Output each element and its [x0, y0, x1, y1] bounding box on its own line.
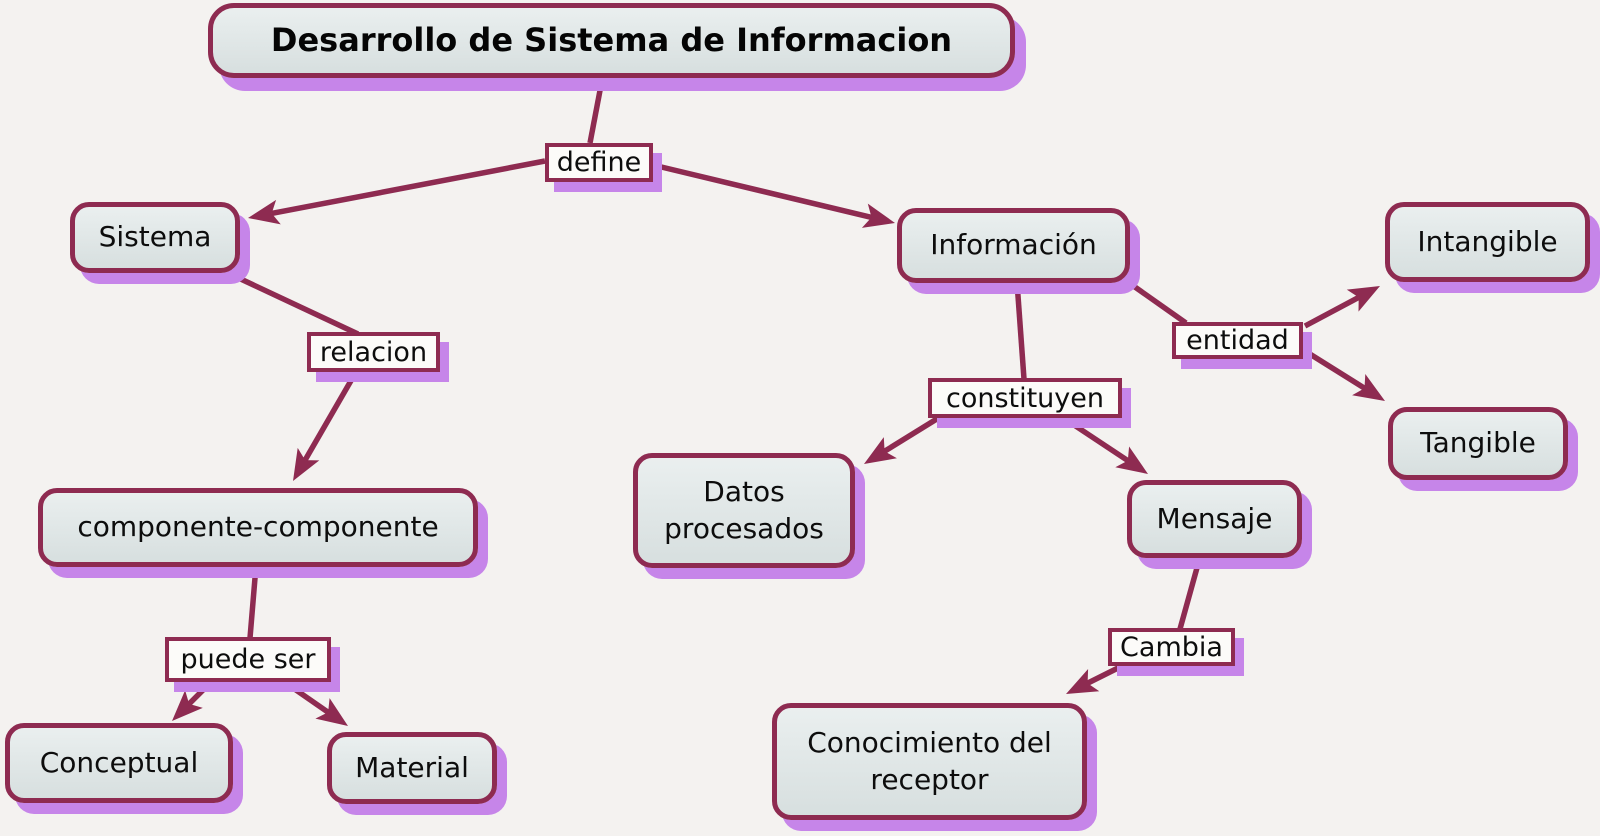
link-label-constituyen-text: constituyen	[945, 382, 1105, 414]
edge-define-informacion	[652, 162, 873, 221]
link-label-puede-ser[interactable]: puede ser	[165, 637, 331, 682]
node-tangible-text: Tangible	[1420, 426, 1536, 460]
link-label-constituyen[interactable]: constituyen	[928, 378, 1122, 418]
edge-constituyen-mensaje	[1060, 414, 1130, 464]
node-mensaje-text: Mensaje	[1156, 501, 1273, 535]
arrowhead-puedeser-conceptual	[172, 690, 203, 721]
arrowhead-cambia-conocimiento	[1066, 669, 1100, 694]
link-label-cambia-text: Cambia	[1120, 631, 1223, 663]
edge-componente-puedeser	[247, 565, 259, 639]
link-label-puede-ser-text: puede ser	[180, 644, 316, 675]
node-conceptual[interactable]: Conceptual	[5, 723, 233, 803]
edge-informacion-entidad	[1123, 277, 1188, 326]
node-sistema-text: Sistema	[98, 220, 212, 254]
edge-entidad-tangible	[1303, 348, 1367, 391]
edge-puedeser-conceptual	[187, 679, 214, 706]
edge-puedeser-material	[281, 678, 330, 715]
edge-title-define	[587, 79, 605, 144]
link-label-cambia[interactable]: Cambia	[1108, 628, 1235, 666]
link-label-define-text: define	[556, 147, 642, 178]
edge-sistema-relacion	[228, 271, 360, 337]
link-label-entidad-text: entidad	[1186, 325, 1289, 356]
arrowhead-entidad-intangible	[1346, 286, 1380, 312]
link-label-entidad[interactable]: entidad	[1172, 322, 1303, 359]
node-material[interactable]: Material	[327, 732, 497, 804]
node-title-text: Desarrollo de Sistema de Informacion	[270, 20, 953, 59]
node-intangible-text: Intangible	[1417, 224, 1558, 258]
link-label-relacion-text: relacion	[319, 336, 428, 368]
node-tangible[interactable]: Tangible	[1388, 407, 1568, 480]
edge-entidad-intangible	[1303, 294, 1361, 329]
node-conocimiento-del-receptor[interactable]: Conocimiento del receptor	[772, 703, 1087, 820]
node-datos-text: Datos procesados	[664, 475, 824, 545]
node-datos-procesados[interactable]: Datos procesados	[633, 453, 855, 568]
node-material-text: Material	[355, 750, 469, 784]
node-intangible[interactable]: Intangible	[1385, 202, 1590, 282]
node-title[interactable]: Desarrollo de Sistema de Informacion	[208, 3, 1015, 78]
arrowhead-entidad-tangible	[1352, 374, 1385, 401]
node-conocimiento-text: Conocimiento del receptor	[807, 726, 1052, 796]
arrowhead-define-informacion	[861, 203, 895, 228]
edge-cambia-conocimiento	[1086, 663, 1124, 686]
link-label-relacion[interactable]: relacion	[307, 332, 440, 372]
edge-informacion-constituyen	[1014, 281, 1027, 380]
edge-constituyen-datos	[882, 414, 942, 454]
arrowhead-puedeser-material	[315, 698, 348, 726]
node-sistema[interactable]: Sistema	[70, 202, 240, 273]
link-label-define[interactable]: define	[545, 143, 653, 182]
edge-mensaje-cambia	[1177, 556, 1203, 630]
arrowhead-constituyen-datos	[864, 437, 897, 464]
node-informacion[interactable]: Información	[897, 208, 1130, 283]
arrowhead-define-sistema	[248, 199, 281, 225]
edge-relacion-componente	[302, 370, 359, 462]
node-componente-componente[interactable]: componente-componente	[38, 488, 478, 567]
node-mensaje[interactable]: Mensaje	[1127, 480, 1302, 558]
arrowhead-relacion-componente	[293, 447, 320, 481]
node-componente-text: componente-componente	[77, 510, 439, 544]
edge-define-sistema	[271, 158, 546, 217]
arrowhead-constituyen-mensaje	[1115, 446, 1148, 474]
node-conceptual-text: Conceptual	[39, 745, 199, 779]
node-informacion-text: Información	[930, 228, 1097, 262]
